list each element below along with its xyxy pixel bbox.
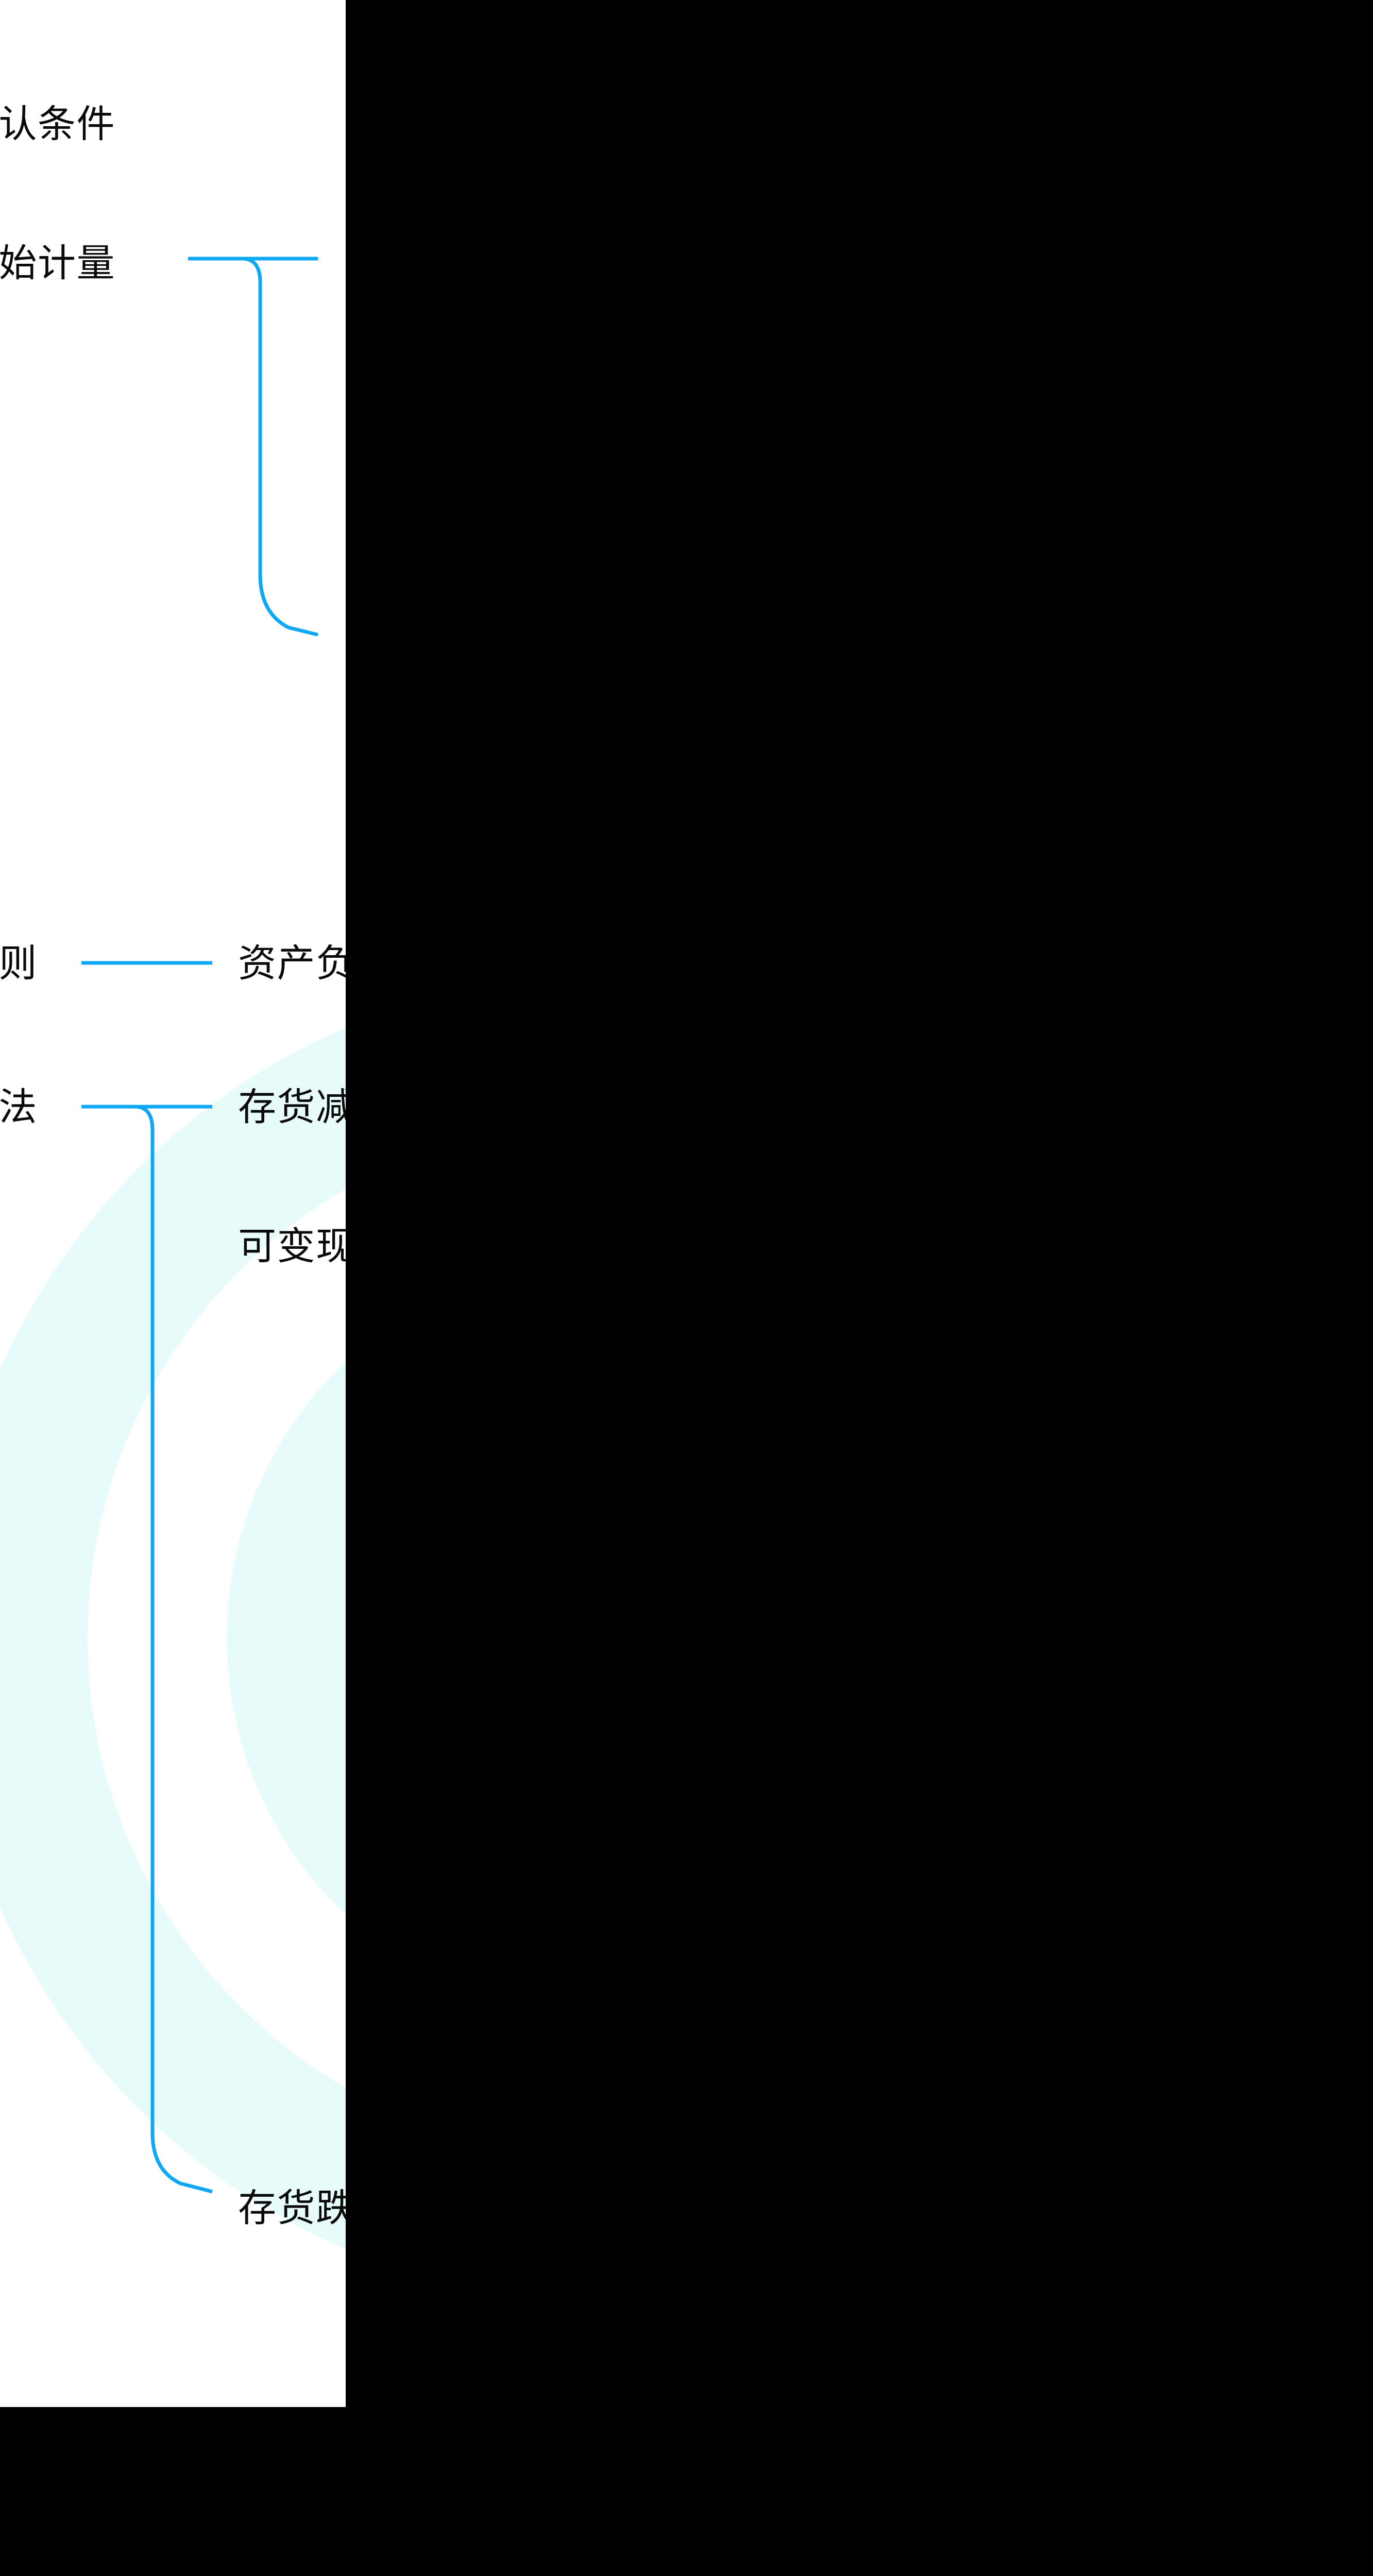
mindmap-node-confirmation-condition[interactable]: 确认条件	[0, 102, 115, 146]
connector-branch	[81, 1105, 213, 2194]
connector-layer	[81, 257, 318, 2194]
connector-branch	[188, 257, 318, 637]
connector-method	[81, 1105, 213, 2194]
connector-initial-measurement	[188, 257, 318, 637]
mindmap-node-method[interactable]: 方法	[0, 1085, 38, 1129]
mindmap-node-inventory-writedown-provision[interactable]: 存货跌价准备	[238, 2186, 346, 2230]
mindmap-node-net-realizable-value[interactable]: 可变现净值	[238, 1224, 346, 1268]
mindmap-node-initial-measurement[interactable]: 初始计量	[0, 241, 115, 285]
mindmap-node-inventory-impairment[interactable]: 存货减值	[238, 1085, 346, 1129]
mindmap-node-balance-sheet-date[interactable]: 资产负债表日	[238, 941, 346, 986]
mindmap-node-principle[interactable]: 原则	[0, 941, 38, 986]
mindmap-canvas: 确认条件 初始计量 原则 资产负债表日 方法 存货减值 可变现净值 存货跌价准备	[0, 0, 346, 2407]
